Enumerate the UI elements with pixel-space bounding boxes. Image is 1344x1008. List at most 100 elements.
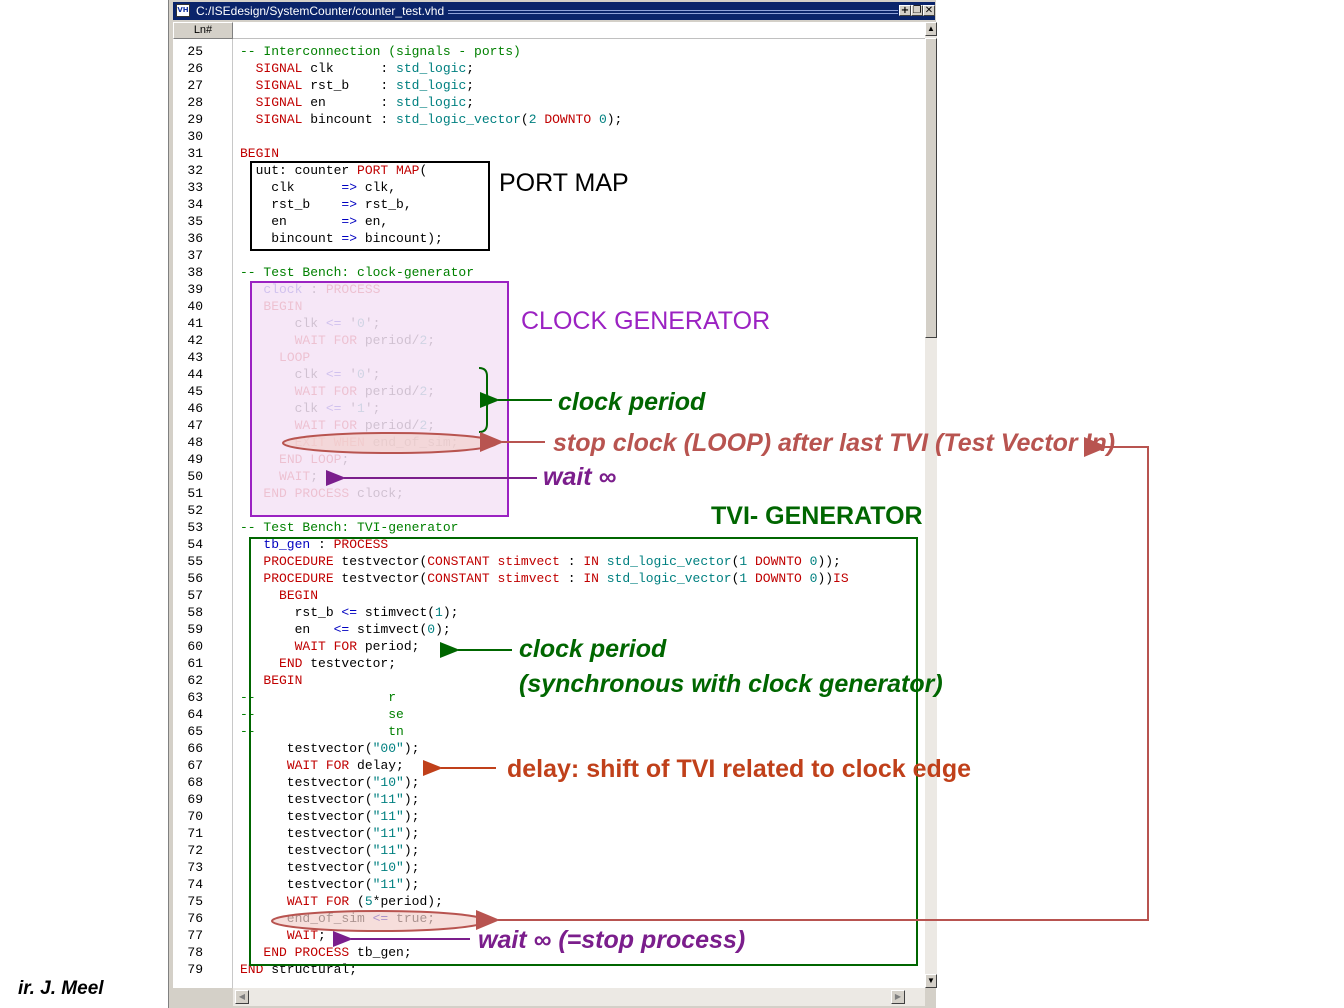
code-token: ( (349, 894, 365, 909)
line-number: 71 (187, 826, 203, 841)
scroll-left-icon[interactable]: ◀ (235, 990, 249, 1004)
code-token: stimvect( (357, 605, 436, 620)
code-line[interactable]: uut: counter PORT MAP( (240, 162, 428, 179)
code-token (240, 639, 295, 654)
code-token: stimvect( (349, 622, 428, 637)
code-line[interactable]: EXIT WHEN end_of_sim; (240, 434, 459, 451)
code-line[interactable]: clk <= '0'; (240, 315, 381, 332)
title-bar[interactable]: VH C:/ISEdesign/SystemCounter/counter_te… (173, 2, 935, 20)
code-line[interactable]: testvector("11"); (240, 791, 420, 808)
code-line[interactable]: -- se (240, 706, 404, 723)
code-line[interactable]: -- tn (240, 723, 404, 740)
code-line[interactable]: BEGIN (240, 298, 302, 315)
code-line[interactable]: end_of_sim <= true; (240, 910, 435, 927)
line-number: 57 (187, 588, 203, 603)
code-line[interactable]: WAIT FOR period/2; (240, 332, 435, 349)
scroll-down-icon[interactable]: ▼ (925, 974, 937, 988)
code-line[interactable]: END testvector; (240, 655, 396, 672)
code-line[interactable]: testvector("11"); (240, 876, 420, 893)
code-line[interactable]: testvector("10"); (240, 774, 420, 791)
code-line[interactable]: WAIT FOR period/2; (240, 383, 435, 400)
code-token: ; (466, 61, 475, 76)
scroll-up-icon[interactable]: ▲ (925, 22, 937, 36)
code-token: delay; (349, 758, 404, 773)
code-line[interactable]: END LOOP; (240, 451, 349, 468)
code-line[interactable]: testvector("11"); (240, 808, 420, 825)
code-token: ); (606, 112, 623, 127)
code-line[interactable]: LOOP (240, 349, 310, 366)
code-line[interactable]: PROCEDURE testvector(CONSTANT stimvect :… (240, 553, 840, 570)
code-token: en (240, 214, 342, 229)
code-token (240, 673, 263, 688)
line-number: 32 (187, 163, 203, 178)
code-line[interactable]: WAIT FOR delay; (240, 757, 404, 774)
title-grip[interactable] (448, 10, 898, 14)
code-line[interactable]: WAIT; (240, 927, 326, 944)
code-token: IS (833, 571, 849, 586)
code-line[interactable]: testvector("11"); (240, 825, 420, 842)
code-line[interactable]: clock : PROCESS (240, 281, 380, 298)
vertical-scroll-thumb[interactable] (925, 38, 937, 338)
code-line[interactable]: BEGIN (240, 672, 302, 689)
code-line[interactable]: testvector("10"); (240, 859, 420, 876)
code-line[interactable]: clk => clk, (240, 179, 396, 196)
code-token (240, 350, 279, 365)
code-line[interactable]: -- Test Bench: clock-generator (240, 264, 474, 281)
code-line[interactable]: SIGNAL rst_b : std_logic; (240, 77, 474, 94)
code-line[interactable]: en <= stimvect(0); (240, 621, 451, 638)
code-token: period/ (357, 384, 420, 399)
code-token: *period); (372, 894, 443, 909)
code-token: "11" (372, 843, 404, 858)
code-token (240, 452, 279, 467)
code-token: 0 (427, 622, 436, 637)
code-line[interactable]: END PROCESS clock; (240, 485, 403, 502)
code-line[interactable]: tb_gen : PROCESS (240, 536, 388, 553)
code-line[interactable]: WAIT; (240, 468, 318, 485)
code-line[interactable]: -- r (240, 689, 396, 706)
code-line[interactable]: testvector("00"); (240, 740, 420, 757)
code-line[interactable]: rst_b <= stimvect(1); (240, 604, 459, 621)
code-token: IN (583, 571, 599, 586)
code-line[interactable]: SIGNAL en : std_logic; (240, 94, 474, 111)
code-token: BEGIN (263, 673, 303, 688)
maximize-icon[interactable]: + (899, 5, 911, 16)
code-line[interactable]: WAIT FOR (5*period); (240, 893, 443, 910)
horizontal-scrollbar[interactable]: ◀ ▶ (233, 988, 925, 1006)
code-token: ); (442, 605, 459, 620)
restore-icon[interactable]: ❐ (911, 5, 923, 16)
scroll-right-icon[interactable]: ▶ (891, 990, 905, 1004)
code-line[interactable]: -- Test Bench: TVI-generator (240, 519, 458, 536)
code-line[interactable]: clk <= '0'; (240, 366, 381, 383)
code-line[interactable]: PROCEDURE testvector(CONSTANT stimvect :… (240, 570, 849, 587)
code-line[interactable]: bincount => bincount); (240, 230, 443, 247)
code-token: <= (341, 605, 358, 620)
vertical-scrollbar[interactable]: ▲ ▼ (925, 22, 937, 988)
line-number: 76 (187, 911, 203, 926)
code-line[interactable]: SIGNAL clk : std_logic; (240, 60, 474, 77)
code-token: std_logic (396, 61, 467, 76)
close-icon[interactable]: ✕ (923, 5, 935, 16)
code-line[interactable]: WAIT FOR period; (240, 638, 420, 655)
code-line[interactable]: clk <= '1'; (240, 400, 381, 417)
code-token: 0 (357, 316, 365, 331)
line-number: 45 (187, 384, 203, 399)
code-line[interactable]: testvector("11"); (240, 842, 420, 859)
line-number: 41 (187, 316, 203, 331)
code-token: testvector( (240, 775, 373, 790)
code-line[interactable]: SIGNAL bincount : std_logic_vector(2 DOW… (240, 111, 623, 128)
code-line[interactable]: END PROCESS tb_gen; (240, 944, 411, 961)
code-line[interactable]: en => en, (240, 213, 388, 230)
code-token: => (341, 197, 358, 212)
code-token: rst_b (240, 605, 342, 620)
code-token: ( (419, 163, 428, 178)
code-line[interactable]: BEGIN (240, 145, 279, 162)
code-token: -- Test Bench: TVI-generator (240, 520, 459, 535)
code-line[interactable]: -- Interconnection (signals - ports) (240, 43, 521, 60)
code-line[interactable]: END structural; (240, 961, 357, 978)
code-line[interactable]: WAIT FOR period/2; (240, 417, 435, 434)
code-token: : (302, 282, 326, 297)
line-number: 43 (187, 350, 203, 365)
code-line[interactable]: BEGIN (240, 587, 318, 604)
line-number: 59 (187, 622, 203, 637)
code-line[interactable]: rst_b => rst_b, (240, 196, 411, 213)
